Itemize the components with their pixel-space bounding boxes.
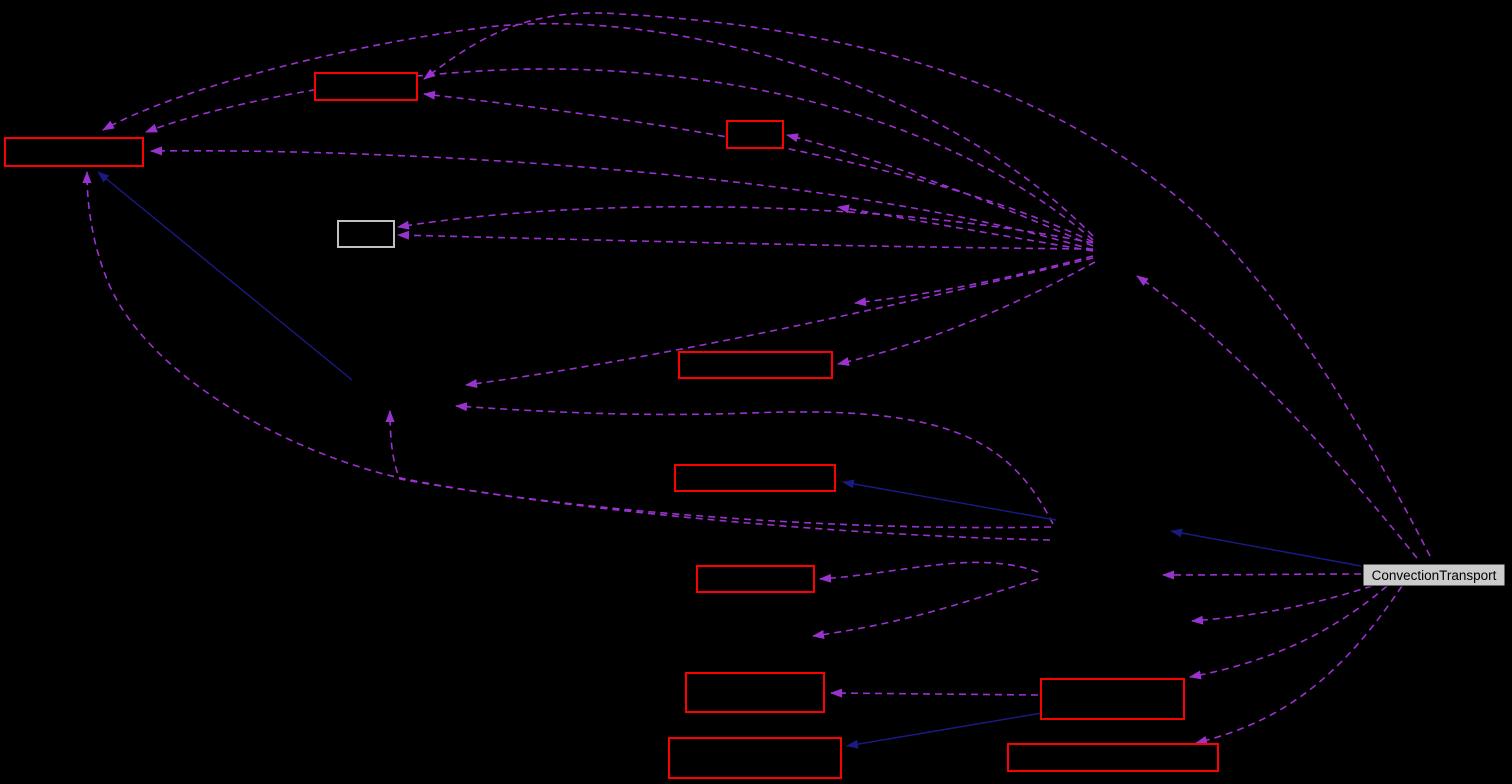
edge-base1-to-node-left — [82, 171, 1052, 529]
node-small[interactable] — [696, 565, 815, 593]
node-right-1[interactable] — [1040, 678, 1185, 720]
edge-hidden-g-to-node-left — [97, 171, 353, 381]
edge-hub-to-node-mid-1 — [837, 261, 1096, 366]
edge-hub-to-hidden-g — [465, 257, 1094, 388]
current-node-label: ConvectionTransport — [1372, 568, 1497, 583]
current-node-box — [1362, 563, 1506, 587]
node-bottom-1[interactable] — [685, 672, 825, 713]
edge-base1-to-hidden-g-bottom — [385, 410, 1051, 541]
edge-hub-to-node-c — [786, 133, 1094, 247]
node-c[interactable] — [726, 120, 784, 149]
edge-hub-to-node-top — [423, 90, 1094, 243]
edge-current-to-hub — [1136, 275, 1418, 559]
node-right-2[interactable] — [1007, 743, 1219, 772]
node-left[interactable] — [4, 137, 144, 167]
edge-base2-to-node-small — [819, 561, 1039, 583]
edge-hub-to-hidden-f — [854, 255, 1094, 307]
edge-hub-to-node-left-3 — [150, 146, 1094, 251]
node-layer: ConvectionTransport — [4, 72, 1506, 779]
edge-base2-to-hidden-c2 — [812, 578, 1039, 639]
edge-hub-to-node-truncated-1 — [397, 205, 1094, 244]
edge-current-to-hidden-base-1 — [1170, 528, 1362, 567]
edge-current-to-hidden-i — [1191, 585, 1373, 625]
node-mid-1[interactable] — [678, 351, 833, 379]
edge-right1-to-bottom1 — [830, 688, 1039, 698]
edge-base1-to-node-mid-2 — [842, 479, 1057, 521]
node-bottom-2[interactable] — [668, 737, 842, 779]
edge-hub-to-node-left-1 — [102, 22, 1094, 237]
edge-current-to-node-right-2 — [1195, 585, 1403, 745]
node-top[interactable] — [314, 72, 418, 101]
edge-right1-to-bottom2 — [846, 712, 1043, 749]
edge-hub-to-node-truncated-2 — [397, 230, 1094, 250]
edge-base1-to-hidden-g-side — [455, 402, 1054, 525]
edge-current-to-hidden-base-2 — [1162, 570, 1362, 580]
node-mid-2[interactable] — [674, 464, 836, 492]
node-truncated[interactable] — [337, 220, 395, 248]
edge-current-to-node-top — [423, 12, 1431, 557]
edge-layer — [82, 12, 1431, 749]
edge-hub-to-node-left-2 — [145, 68, 1094, 241]
node-current: ConvectionTransport — [1362, 563, 1506, 587]
edge-current-to-node-right-1 — [1189, 585, 1388, 680]
